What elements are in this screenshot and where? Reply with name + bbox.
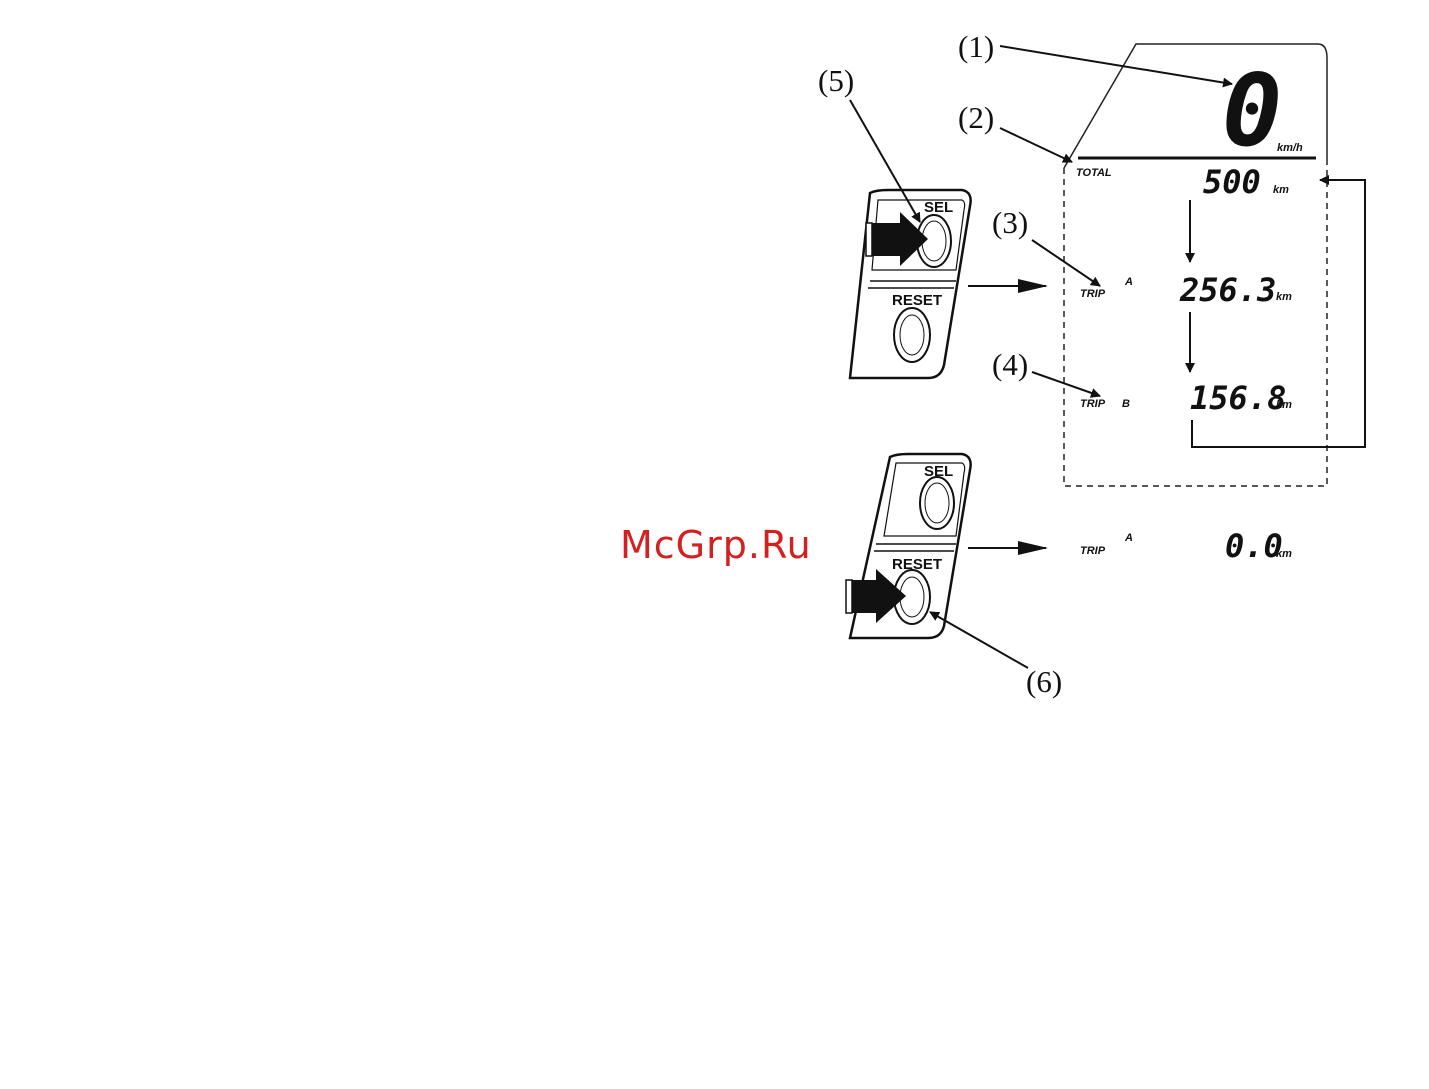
watermark: McGrp.Ru bbox=[620, 523, 812, 567]
sel-button-label: SEL bbox=[924, 199, 953, 216]
callout-2: (2) bbox=[958, 100, 994, 135]
lcd-panel-dashed-outline bbox=[1064, 160, 1327, 486]
callout-4: (4) bbox=[992, 347, 1028, 382]
tripB-value: 156.8 bbox=[1190, 379, 1286, 417]
tripA-label: TRIP bbox=[1080, 288, 1106, 300]
tripB-unit: km bbox=[1276, 399, 1292, 411]
callout-6: (6) bbox=[1026, 664, 1062, 699]
callout-5: (5) bbox=[818, 63, 854, 98]
tripB-label: TRIP bbox=[1080, 398, 1106, 410]
lcd-panel bbox=[1064, 44, 1327, 486]
tripA-unit: km bbox=[1276, 291, 1292, 303]
tripB-letter: B bbox=[1122, 398, 1130, 410]
callout-2-leader bbox=[1000, 128, 1072, 162]
reset-trip-label: TRIP bbox=[1080, 545, 1106, 557]
reset-button-2-label: RESET bbox=[892, 556, 942, 573]
speed-value: 0 bbox=[1222, 52, 1282, 169]
speed-unit: km/h bbox=[1277, 142, 1303, 154]
reset-trip-unit: km bbox=[1276, 548, 1292, 560]
reset-trip-value: 0.0 bbox=[1225, 527, 1283, 565]
tripA-letter: A bbox=[1124, 276, 1133, 288]
tripA-value: 256.3 bbox=[1179, 271, 1276, 309]
switch-panel-reset-pressed: SEL RESET bbox=[846, 454, 971, 638]
callout-3: (3) bbox=[992, 205, 1028, 240]
callout-4-leader bbox=[1032, 372, 1100, 396]
callout-6-leader bbox=[930, 612, 1028, 668]
reset-button-label: RESET bbox=[892, 292, 942, 309]
sel-button-2-label: SEL bbox=[924, 463, 953, 480]
total-unit: km bbox=[1273, 184, 1289, 196]
callout-3-leader bbox=[1032, 240, 1100, 286]
reset-trip-letter: A bbox=[1124, 532, 1133, 544]
callout-1: (1) bbox=[958, 29, 994, 64]
reset-button[interactable] bbox=[894, 308, 930, 362]
total-value: 500 bbox=[1203, 163, 1261, 201]
switch-panel-sel-pressed: SEL RESET bbox=[850, 190, 971, 378]
total-label: TOTAL bbox=[1076, 167, 1112, 179]
